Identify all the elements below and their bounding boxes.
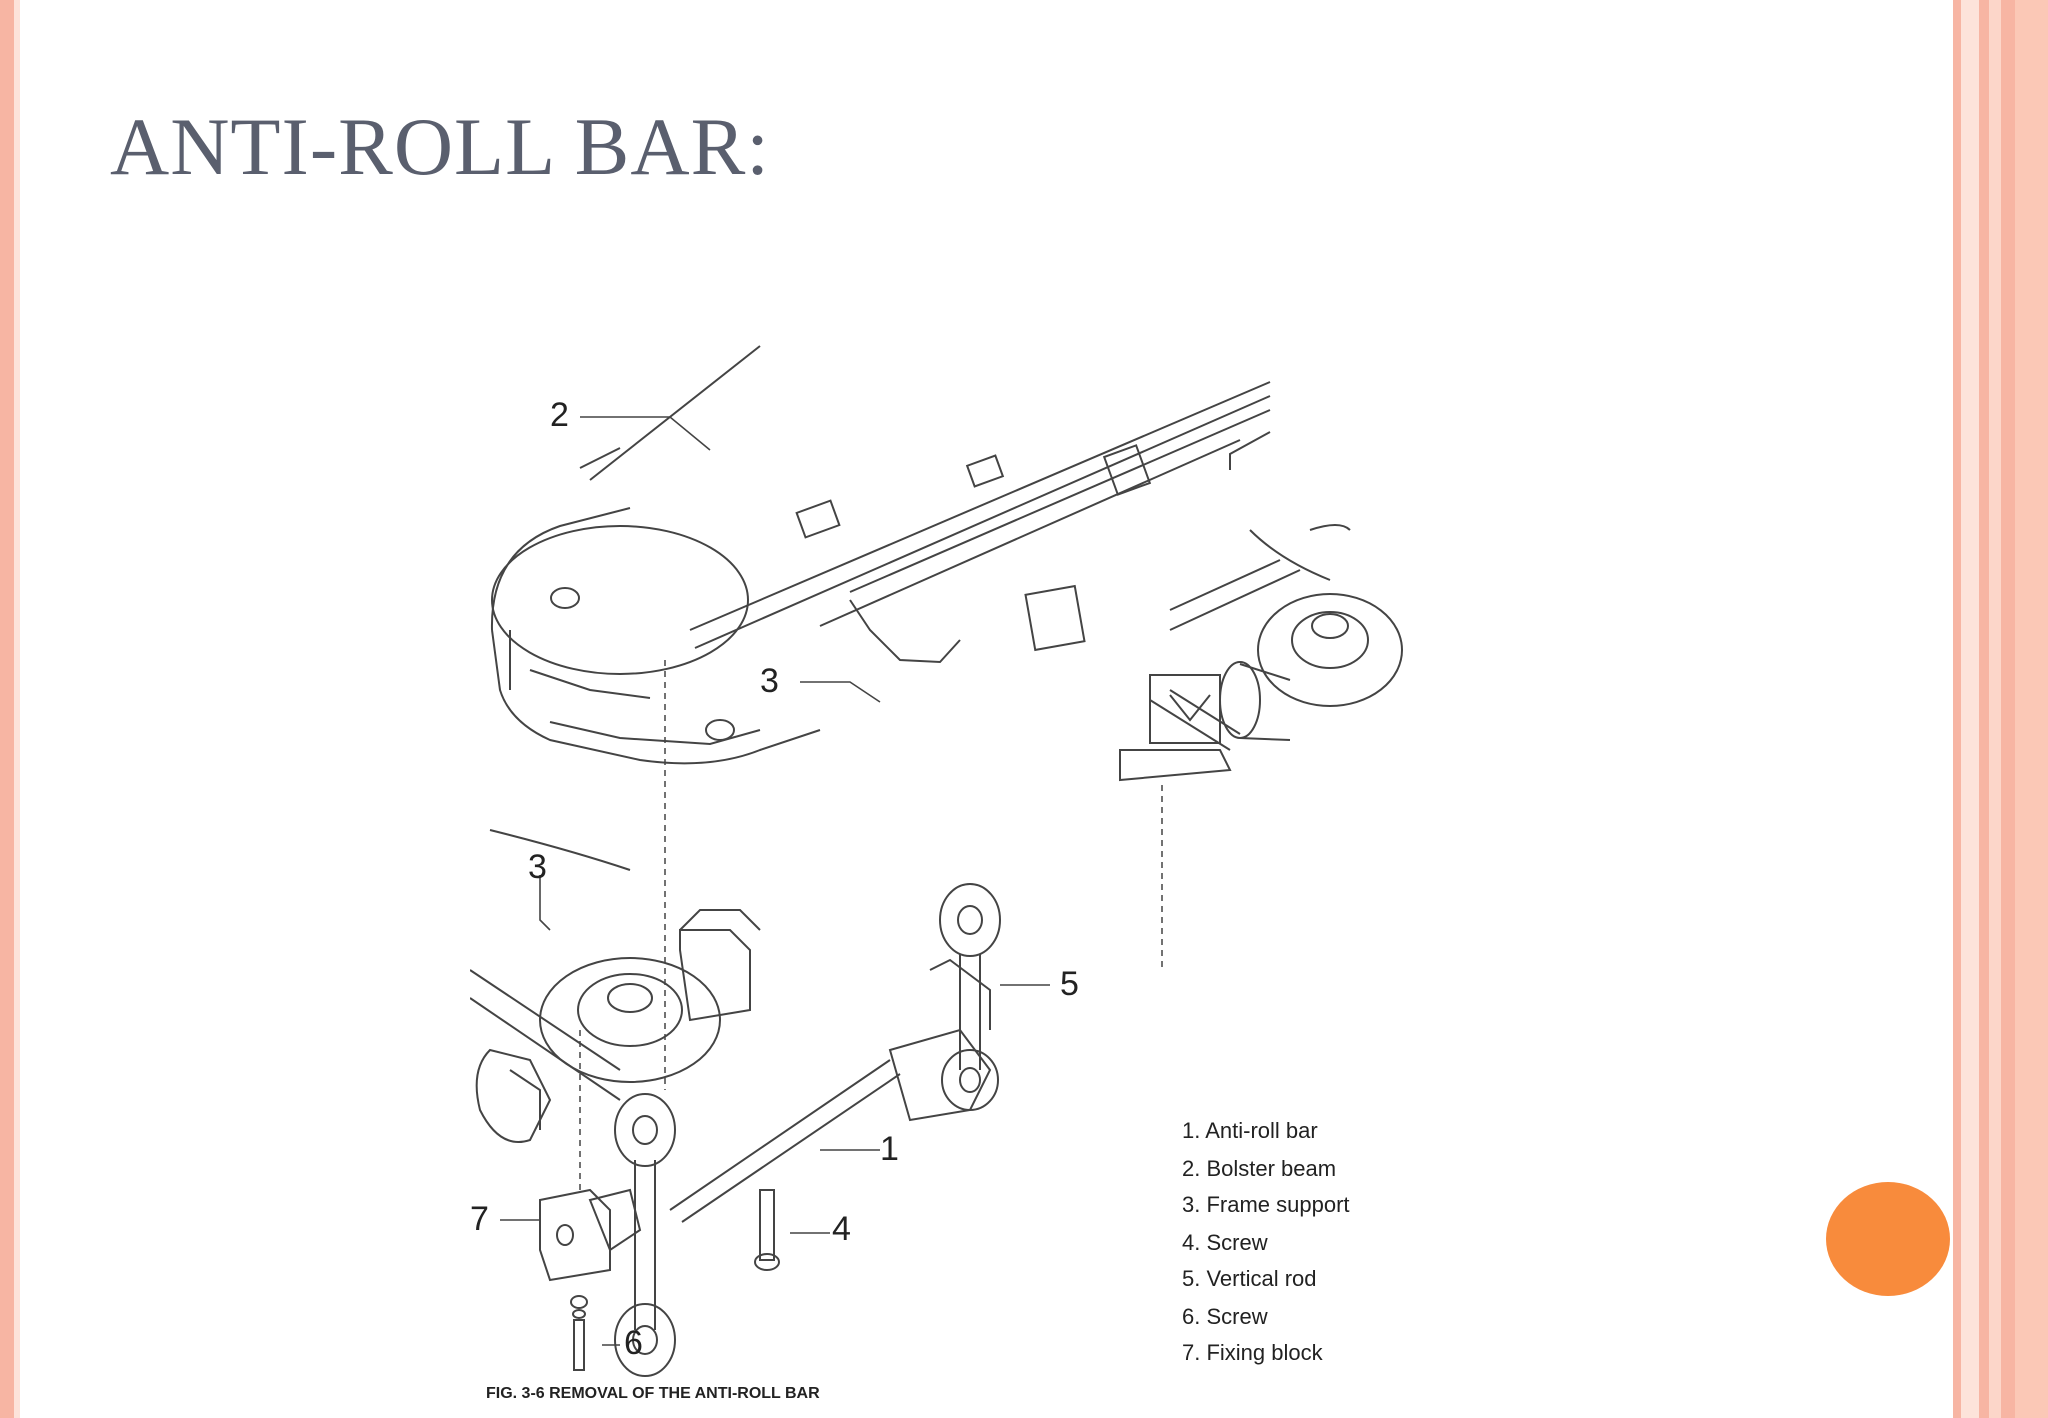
callout-1: 1 — [880, 1130, 899, 1168]
legend-item: 7. Fixing block — [1182, 1340, 1324, 1365]
alignment-dashed-lines — [579, 660, 1163, 1190]
legend-item: 2. Bolster beam — [1182, 1156, 1336, 1181]
legend-item: 6. Screw — [1182, 1304, 1268, 1329]
legend-item: 5. Vertical rod — [1182, 1266, 1317, 1291]
slide-left-border-inner — [14, 0, 20, 1418]
callout-7: 7 — [470, 1200, 489, 1238]
diagram-legend: 1. Anti-roll bar 2. Bolster beam 3. Fram… — [1182, 1118, 1350, 1365]
fixing-block-and-screws-drawing — [539, 1188, 780, 1371]
legend-item: 4. Screw — [1182, 1230, 1268, 1255]
figure-caption: FIG. 3-6 REMOVAL OF THE ANTI-ROLL BAR — [486, 1385, 820, 1402]
callout-2: 2 — [550, 396, 569, 434]
callout-5: 5 — [1060, 965, 1079, 1003]
right-frame-support-drawing — [1119, 524, 1403, 782]
callout-6: 6 — [624, 1324, 643, 1362]
anti-roll-bar-assembly-drawing — [588, 883, 1001, 1377]
callout-3-right: 3 — [760, 662, 779, 700]
legend-item: 3. Frame support — [1182, 1192, 1350, 1217]
slide-right-border — [1953, 0, 2048, 1418]
callout-leader-lines — [500, 416, 1050, 1346]
callout-3-left: 3 — [528, 848, 547, 886]
callout-4: 4 — [832, 1210, 851, 1248]
decorative-orange-circle — [1826, 1182, 1950, 1296]
slide-left-border — [0, 0, 14, 1418]
legend-item: 1. Anti-roll bar — [1182, 1118, 1318, 1143]
slide-title: ANTI-ROLL BAR: — [110, 101, 771, 192]
bolster-beam-drawing — [490, 345, 1271, 765]
anti-roll-bar-diagram: 2 3 3 1 4 5 6 7 1. Anti-roll bar 2. Bols… — [470, 345, 1403, 1402]
left-frame-support-drawing — [470, 829, 761, 1143]
